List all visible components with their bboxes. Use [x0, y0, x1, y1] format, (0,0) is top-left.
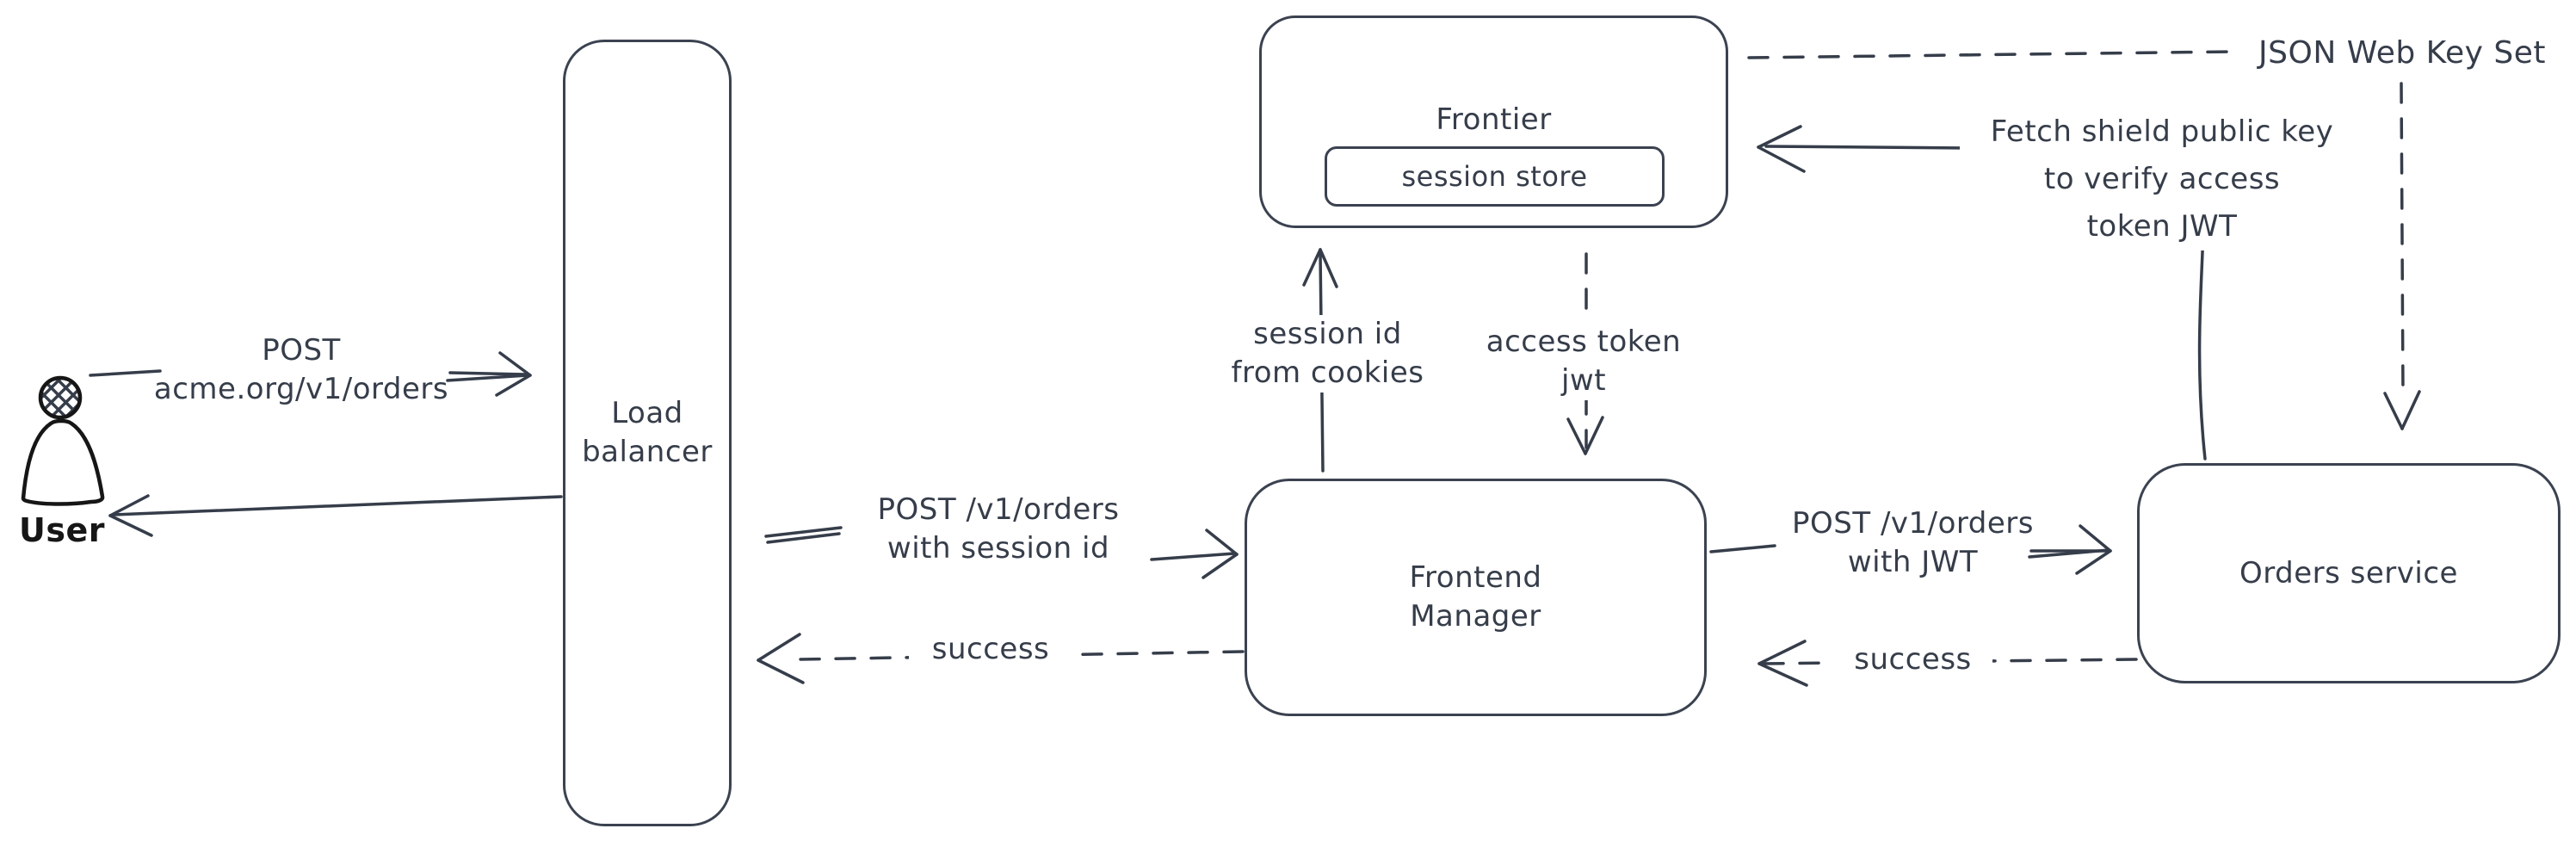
- arrowhead: [1302, 248, 1322, 287]
- frontend-manager-label: Frontend Manager: [1409, 560, 1542, 634]
- arrow-fm-to-orders: [1709, 524, 2112, 575]
- arrow-shaft: [1150, 552, 1236, 561]
- arrowhead: [2079, 524, 2112, 553]
- arrow-segment: [764, 526, 843, 538]
- edge-label-fetch-public-key: Fetch shield public key to verify access…: [1960, 108, 2364, 250]
- arrow-user-to-lb: [89, 351, 532, 397]
- arrow-frontier-to-fm-token: [1566, 252, 1604, 455]
- arrow-segment: [89, 369, 162, 377]
- arrow-segment: [766, 532, 841, 544]
- session-store-label: session store: [1401, 159, 1588, 193]
- arrowhead: [1584, 416, 1604, 455]
- arrowhead: [757, 658, 805, 684]
- edge-label-post-jwt: POST /v1/orders with JWT: [1792, 506, 2034, 579]
- arrow-lb-to-user: [108, 494, 563, 537]
- node-load-balancer: Load balancer: [563, 40, 732, 826]
- arrow-shaft: [1747, 50, 2233, 59]
- edge-label-access-token-jwt: access token jwt: [1463, 323, 1704, 400]
- edge-label-success-right: success: [1833, 640, 1992, 679]
- arrowhead: [1319, 248, 1338, 288]
- edge-label-success-left: success: [909, 630, 1072, 669]
- arrowhead: [2075, 549, 2112, 575]
- arrowhead: [498, 351, 532, 377]
- user-head: [38, 375, 83, 420]
- arrow-shaft: [446, 374, 529, 382]
- arrowhead: [2383, 392, 2404, 430]
- arrow-lb-to-fm: [764, 526, 1239, 579]
- arrowhead: [757, 633, 801, 662]
- arrow-segment: [1709, 544, 1776, 553]
- arrowhead: [1757, 145, 1806, 173]
- edge-label-jwks: JSON Web Key Set: [2258, 35, 2546, 71]
- arrowhead: [2400, 390, 2421, 430]
- connector-frontier-to-jwks: [1747, 50, 2233, 59]
- arrowhead: [495, 374, 532, 397]
- arrowhead: [1757, 662, 1808, 687]
- arrowhead: [1205, 529, 1239, 556]
- arrowhead: [1757, 125, 1802, 149]
- user-icon: [21, 375, 105, 506]
- arrowhead: [1566, 417, 1587, 455]
- arrowhead: [1757, 640, 1807, 665]
- arrowhead: [1202, 553, 1239, 579]
- edge-label-session-id-cookies: session id from cookies: [1205, 315, 1450, 393]
- user-body: [21, 418, 105, 506]
- arrow-jwks-to-orders: [2383, 82, 2421, 430]
- arrowhead: [108, 514, 153, 537]
- node-session-store: session store: [1325, 146, 1665, 207]
- user-label: User: [19, 511, 105, 549]
- load-balancer-label: Load balancer: [582, 396, 713, 469]
- edge-label-post-orders: POST acme.org/v1/orders: [153, 333, 449, 406]
- arrow-shaft: [448, 371, 528, 376]
- arrow-shaft: [2400, 82, 2405, 398]
- arrow-shaft: [112, 495, 563, 516]
- arrowhead: [108, 494, 150, 517]
- node-orders-service: Orders service: [2137, 463, 2561, 683]
- orders-service-label: Orders service: [2239, 555, 2458, 590]
- frontier-label: Frontier: [1436, 102, 1552, 137]
- edge-label-post-session-id: POST /v1/orders with session id: [877, 492, 1120, 566]
- node-frontier: Frontier session store: [1259, 15, 1728, 228]
- node-frontend-manager: Frontend Manager: [1245, 479, 1707, 716]
